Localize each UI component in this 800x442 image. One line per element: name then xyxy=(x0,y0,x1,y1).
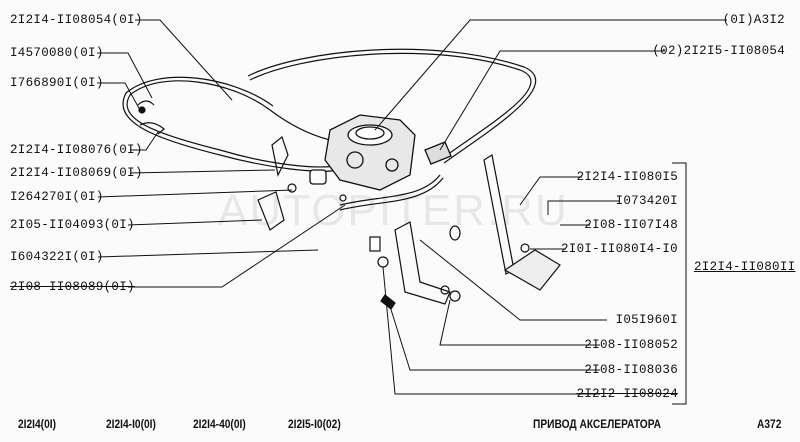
clips xyxy=(137,100,347,231)
pedal-assembly xyxy=(369,154,561,310)
part-label-superseded: 2I08-II08089(0I) xyxy=(10,280,135,294)
assembly-label: 2I2I4-II080II xyxy=(694,260,796,274)
part-label: 2I0I-II080I4-I0 xyxy=(560,242,678,256)
part-label: I4570080(0I) xyxy=(10,46,104,60)
part-label: 2I2I4-II08054(0I) xyxy=(10,13,143,27)
part-label: I604322I(0I) xyxy=(10,250,104,264)
part-label: 2I05-II04093(0I) xyxy=(10,218,135,232)
part-label: 2I08-II08052 xyxy=(584,338,678,352)
diagram-code: A372 xyxy=(757,417,782,431)
part-label: I766890I(0I) xyxy=(10,76,104,90)
leader-lines xyxy=(97,19,727,405)
part-label: 2I08-II07I48 xyxy=(584,218,678,232)
model-code: 2I2I4(0I) xyxy=(18,417,56,431)
part-label: I264270I(0I) xyxy=(10,190,104,204)
part-label: (0I)A3I2 xyxy=(722,13,785,27)
model-code: 2I2I4-I0(0I) xyxy=(106,417,156,431)
carburetor xyxy=(309,114,452,191)
part-label: 2I08-II08036 xyxy=(584,363,678,377)
part-label: I073420I xyxy=(615,194,678,208)
part-label-superseded: 2I2I2-II08024 xyxy=(576,387,678,401)
part-label: 2I2I4-II080I5 xyxy=(576,170,678,184)
throttle-cable xyxy=(122,48,537,211)
part-label: I05I960I xyxy=(615,313,678,327)
diagram-title: ПРИВОД АКСЕЛЕРАТОРА xyxy=(533,417,662,431)
model-code: 2I2I4-40(0I) xyxy=(193,417,246,431)
part-label: 2I2I4-II08076(0I) xyxy=(10,143,143,157)
part-label: (02)2I2I5-II08054 xyxy=(652,44,785,58)
model-code: 2I2I5-I0(02) xyxy=(288,417,341,431)
part-label: 2I2I4-II08069(0I) xyxy=(10,166,143,180)
